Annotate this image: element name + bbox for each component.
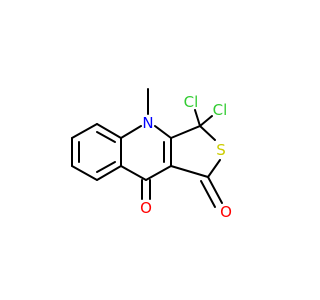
bond-c3-cl-1: [194, 109, 201, 127]
bond-c1-o-1: [207, 176, 223, 204]
bond-benzene-c8a-c4a: [96, 123, 122, 139]
atom-label-sulfur: S: [216, 141, 226, 159]
bond-n-c3a: [154, 125, 172, 139]
atom-chlorine-1: Cl: [184, 93, 199, 111]
bonds: [71, 88, 223, 208]
atom-label-nitrogen: N: [142, 114, 153, 132]
atom-sulfur: S: [216, 141, 226, 159]
bond-c3-cl-2: [199, 115, 213, 127]
atom-chlorine-2: Cl: [213, 101, 228, 119]
bond-benzene-c8a-c4a-double: [96, 131, 116, 143]
atom-nitrogen: N: [142, 114, 153, 132]
bond-c9a-c9: [145, 165, 172, 181]
atom-oxygen-ketone: O: [140, 199, 152, 217]
chemical-structure-diagram: N S Cl Cl O O: [71, 88, 232, 221]
bond-c1-o-2: [200, 180, 216, 208]
atom-oxygen-thioester: O: [220, 203, 232, 221]
atom-labels: N S Cl Cl O O: [140, 93, 232, 221]
bond-s-c1: [207, 159, 221, 178]
bond-c8a-n: [120, 125, 142, 139]
atom-label-chlorine-2: Cl: [213, 101, 228, 119]
bond-benzene-c4a-c5: [71, 123, 98, 139]
bond-benzene-c7-c8-double: [96, 161, 116, 173]
bond-c3-s: [199, 125, 216, 141]
bond-c9-c8: [120, 165, 147, 181]
atom-label-oxygen-ketone: O: [140, 199, 152, 217]
atom-label-chlorine-1: Cl: [184, 93, 199, 111]
bond-c1-c9a: [170, 165, 209, 178]
bond-benzene-c6-c7: [71, 165, 98, 181]
bond-c3a-c3: [170, 125, 201, 139]
atom-label-oxygen-thioester: O: [220, 203, 232, 221]
bond-benzene-c7-c8: [96, 165, 122, 181]
